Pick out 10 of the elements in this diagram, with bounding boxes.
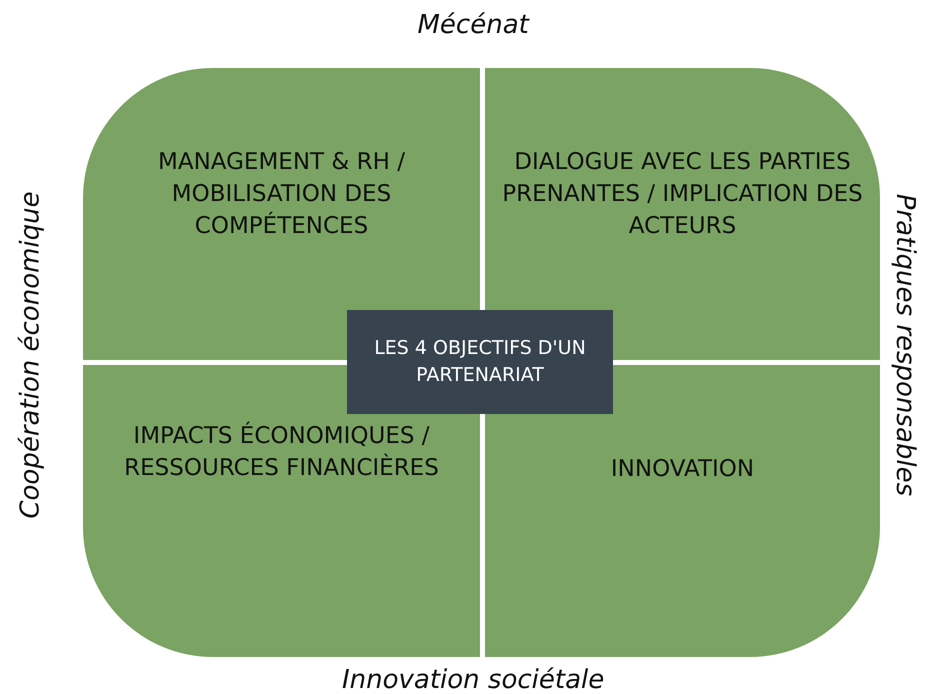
quadrant-label: MANAGEMENT & RH / MOBILISATION DES COMPÉTENCES <box>157 148 406 242</box>
center-title-box <box>347 310 613 414</box>
title-text: LES 4 OBJECTIFS D'UN PARTENARIAT <box>373 336 587 388</box>
quadrant-label: INNOVATION <box>610 455 754 484</box>
quadrant-label: DIALOGUE AVEC LES PARTIES PRENANTES / IMPLICATION DES ACTEURS <box>501 148 864 242</box>
axis-label: Pratiques responsables <box>890 194 920 496</box>
axis-label: Coopération économique <box>15 191 46 519</box>
axis-label: Mécénat <box>418 10 529 40</box>
quadrant-label: IMPACTS ÉCONOMIQUES / RESSOURCES FINANCIÈRES <box>123 420 440 484</box>
axis-label: Innovation sociétale <box>342 665 604 694</box>
